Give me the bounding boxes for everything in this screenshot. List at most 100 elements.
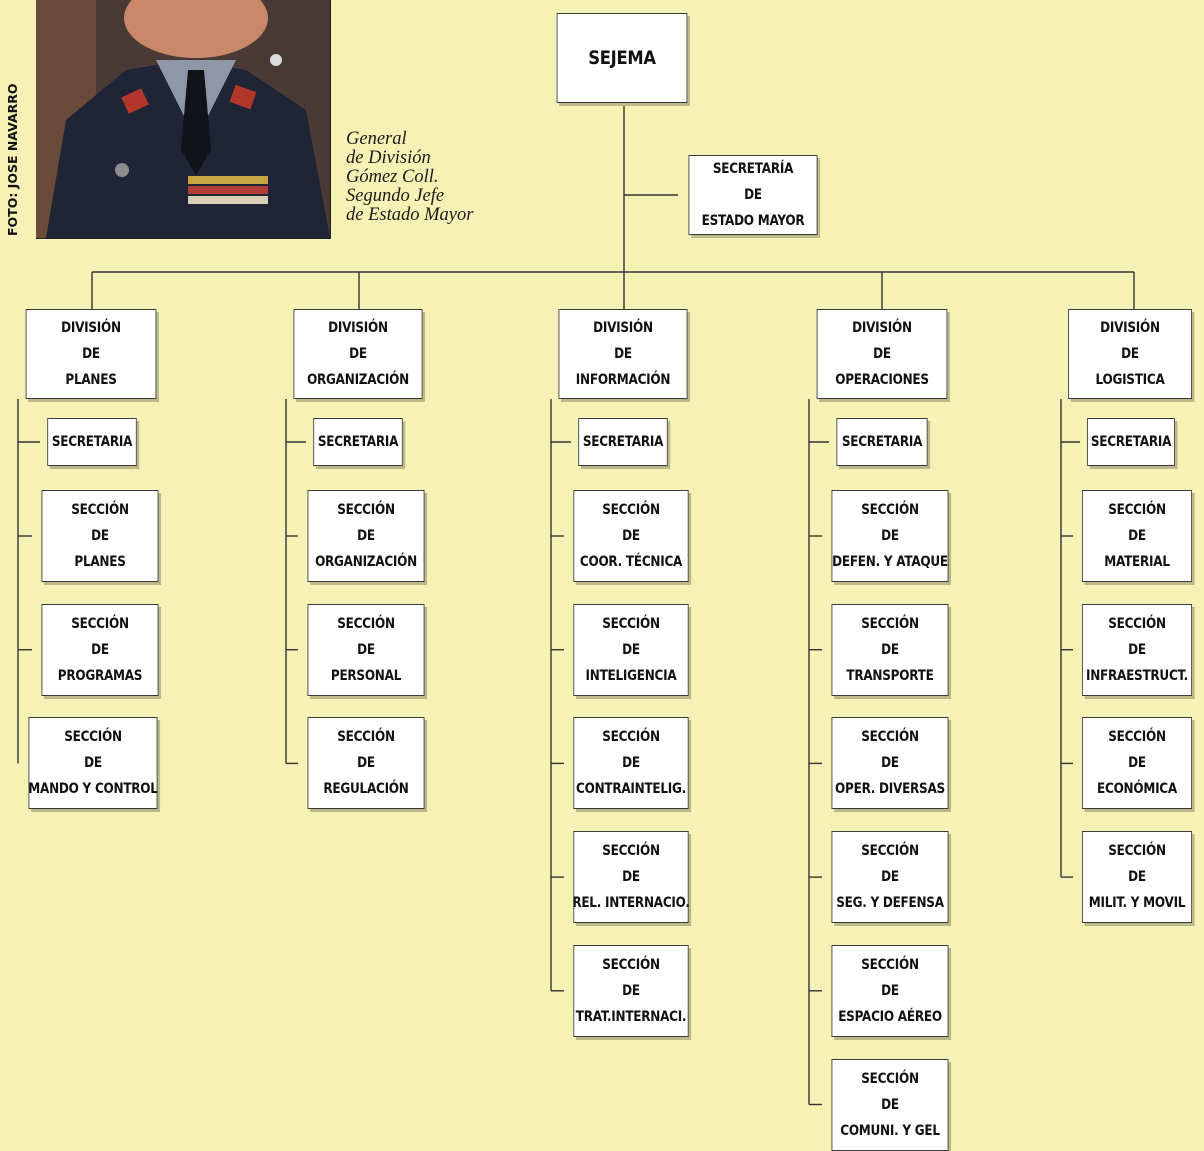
seccion-box-label-line: DE	[881, 869, 899, 886]
seccion-box-label-line: PROGRAMAS	[57, 667, 143, 684]
division-box-label-line: DIVISIÓN	[852, 320, 912, 336]
division-box-label-line: LOGISTICA	[1095, 372, 1165, 388]
seccion-box-label-line: SECCIÓN	[861, 729, 919, 746]
seccion-box-label-line: DE	[622, 869, 640, 886]
caption-line: de Estado Mayor	[346, 205, 474, 225]
caption-line: Gómez Coll.	[346, 167, 439, 187]
seccion-box-label-line: PERSONAL	[330, 667, 402, 684]
secretaria-box-label-line: SECRETARIA	[51, 434, 133, 450]
seccion-box-label-line: REL. INTERNACIO.	[572, 895, 690, 912]
seccion-box-label-line: SECCIÓN	[602, 956, 660, 973]
secretaria-box: SECRETARIA	[836, 418, 928, 466]
seccion-box-label-line: SECCIÓN	[602, 615, 660, 632]
seccion-box-label-line: DE	[622, 528, 640, 544]
division-box: DIVISIÓN DE INFORMACIÓN	[558, 309, 688, 399]
division-box-label-line: INFORMACIÓN	[575, 372, 671, 388]
seccion-box-label-line: DE	[1128, 641, 1146, 658]
seccion-box: SECCIÓN DE MILIT. Y MOVIL	[1081, 831, 1193, 924]
seccion-box-label-line: TRANSPORTE	[846, 667, 934, 684]
seccion-box: SECCIÓN DE PERSONAL	[307, 603, 425, 696]
seccion-box-label-line: DE	[622, 755, 640, 772]
seccion-box-label-line: MANDO Y CONTROL	[28, 781, 158, 798]
seccion-box-label-line: SECCIÓN	[71, 502, 129, 518]
secretaria-estado-mayor-box-label-line: ESTADO MAYOR	[701, 213, 805, 229]
division-box-label-line: PLANES	[65, 372, 117, 388]
seccion-box-label-line: DEFEN. Y ATAQUE	[832, 554, 948, 570]
general-portrait-photo	[36, 0, 331, 239]
sejema-box-label-line: SEJEMA	[588, 47, 656, 69]
seccion-box-label-line: ECONÓMICA	[1097, 781, 1177, 798]
seccion-box: SECCIÓN DE SEG. Y DEFENSA	[831, 831, 949, 924]
secretaria-box: SECRETARIA	[578, 418, 668, 466]
seccion-box-label-line: CONTRAINTELIG.	[576, 781, 686, 798]
seccion-box-label-line: SECCIÓN	[1108, 615, 1166, 632]
seccion-box: SECCIÓN DE PLANES	[41, 490, 159, 582]
division-box-label-line: DIVISIÓN	[593, 320, 653, 336]
secretaria-box-label-line: SECRETARIA	[841, 434, 923, 450]
seccion-box-label-line: DE	[881, 528, 899, 544]
seccion-box-label-line: SECCIÓN	[1108, 502, 1166, 518]
seccion-box-label-line: SECCIÓN	[337, 729, 395, 746]
division-box-label-line: DIVISIÓN	[1100, 320, 1160, 336]
seccion-box-label-line: DE	[881, 755, 899, 772]
division-box-label-line: OPERACIONES	[835, 372, 929, 388]
seccion-box-label-line: DE	[357, 641, 375, 658]
division-box: DIVISIÓN DE OPERACIONES	[816, 309, 948, 399]
seccion-box: SECCIÓN DE TRANSPORTE	[831, 603, 949, 696]
secretaria-box-label-line: SECRETARIA	[317, 434, 399, 450]
seccion-box-label-line: ORGANIZACIÓN	[315, 554, 417, 570]
seccion-box-label-line: DE	[881, 641, 899, 658]
seccion-box-label-line: SECCIÓN	[1108, 843, 1166, 860]
seccion-box-label-line: COMUNI. Y GEL	[840, 1122, 940, 1139]
seccion-box-label-line: DE	[622, 641, 640, 658]
caption-line: Segundo Jefe	[346, 186, 445, 206]
seccion-box-label-line: SECCIÓN	[861, 956, 919, 973]
seccion-box-label-line: SECCIÓN	[337, 502, 395, 518]
seccion-box-label-line: SEG. Y DEFENSA	[836, 895, 944, 912]
seccion-box-label-line: SECCIÓN	[861, 615, 919, 632]
secretaria-box: SECRETARIA	[313, 418, 403, 466]
seccion-box-label-line: SECCIÓN	[337, 615, 395, 632]
seccion-box-label-line: COOR. TÉCNICA	[579, 554, 683, 570]
seccion-box: SECCIÓN DE CONTRAINTELIG.	[573, 717, 689, 810]
seccion-box-label-line: DE	[881, 1096, 899, 1113]
seccion-box-label-line: DE	[91, 641, 109, 658]
caption-line: de División	[346, 148, 431, 168]
secretaria-box-label-line: SECRETARIA	[1090, 434, 1172, 450]
seccion-box-label-line: INTELIGENCIA	[585, 667, 677, 684]
division-box-label-line: DE	[82, 346, 100, 362]
seccion-box-label-line: MILIT. Y MOVIL	[1088, 895, 1186, 912]
seccion-box-label-line: SECCIÓN	[861, 1070, 919, 1087]
division-box-label-line: DE	[614, 346, 632, 362]
seccion-box-label-line: SECCIÓN	[602, 502, 660, 518]
caption-line: General	[346, 129, 407, 149]
seccion-box-label-line: TRAT.INTERNACI.	[575, 1008, 687, 1025]
seccion-box-label-line: PLANES	[74, 554, 126, 570]
secretaria-box-label-line: SECRETARIA	[582, 434, 664, 450]
division-box-label-line: DE	[349, 346, 367, 362]
seccion-box-label-line: SECCIÓN	[861, 843, 919, 860]
seccion-box-label-line: DE	[91, 528, 109, 544]
seccion-box-label-line: DE	[1128, 528, 1146, 544]
secretaria-box: SECRETARIA	[47, 418, 137, 466]
division-box-label-line: DE	[873, 346, 891, 362]
seccion-box-label-line: SECCIÓN	[602, 729, 660, 746]
seccion-box-label-line: DE	[357, 755, 375, 772]
seccion-box-label-line: DE	[1128, 869, 1146, 886]
seccion-box-label-line: SECCIÓN	[1108, 729, 1166, 746]
